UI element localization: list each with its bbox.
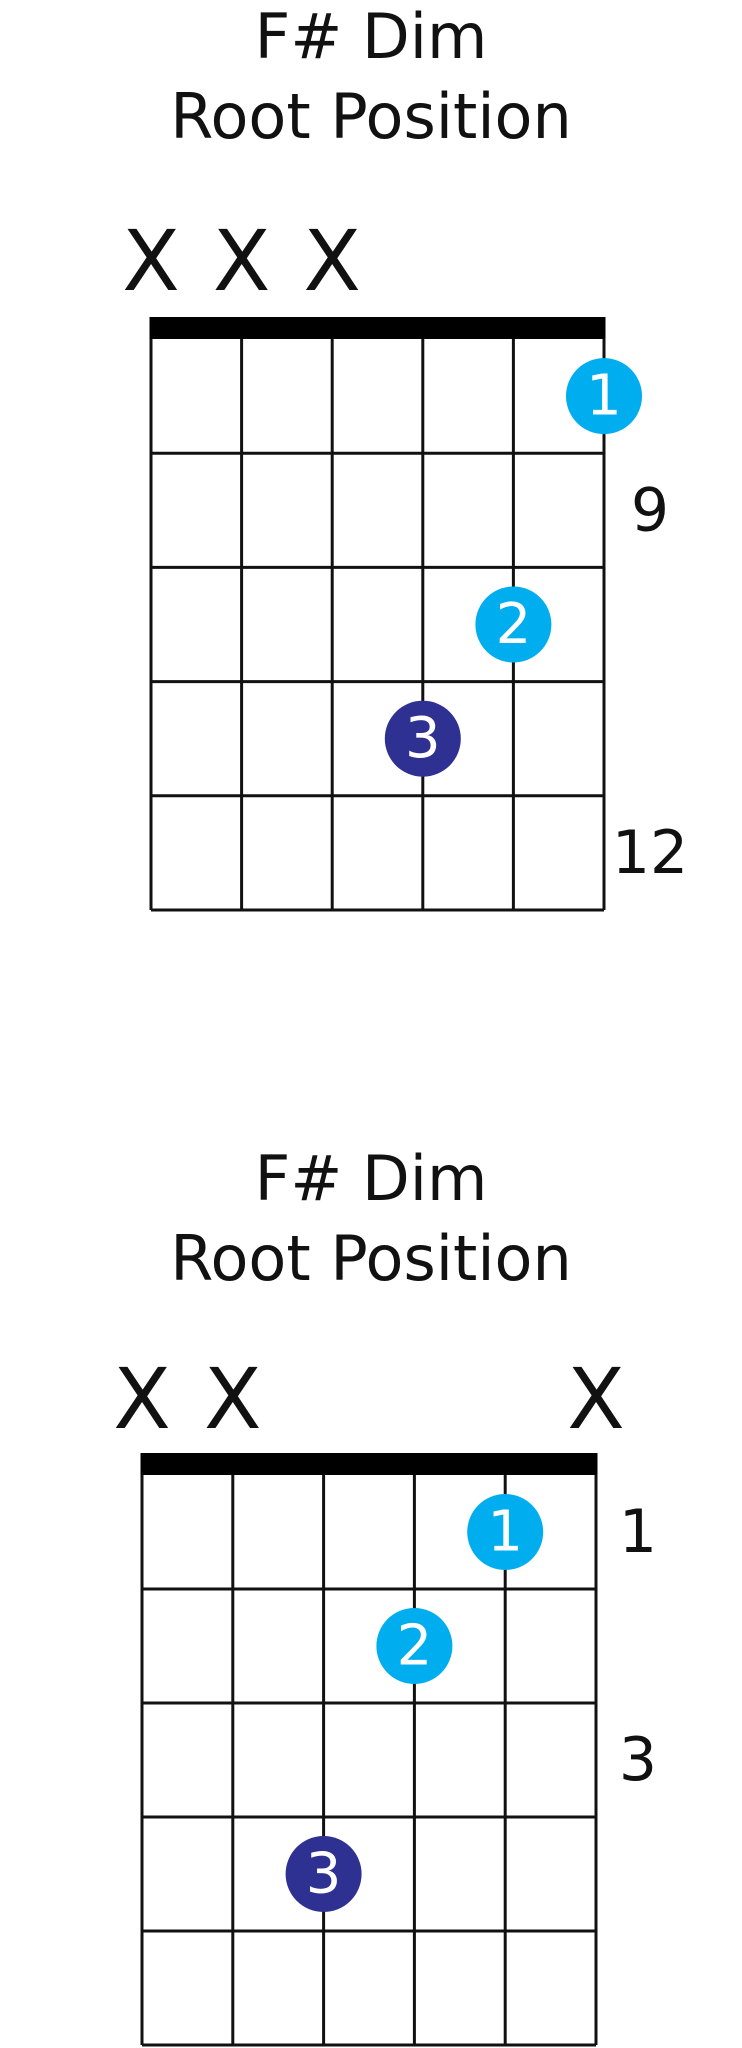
- finger-dot-circle: [384, 700, 461, 777]
- nut: [140, 1453, 598, 1475]
- finger-dot-circle: [475, 586, 552, 663]
- finger-dot: 1: [467, 1494, 544, 1570]
- fret-number-label: 9: [631, 475, 669, 545]
- muted-string-mark: X: [213, 212, 271, 310]
- finger-number: 2: [397, 1614, 433, 1679]
- muted-string-mark: X: [567, 1350, 625, 1448]
- muted-string-mark: X: [204, 1350, 262, 1448]
- finger-dot: 3: [384, 700, 461, 777]
- fret-number-label: 12: [612, 818, 688, 888]
- finger-dot-circle: [285, 1836, 362, 1912]
- finger-dot: 2: [376, 1608, 453, 1684]
- finger-dot: 1: [566, 358, 642, 435]
- finger-dot: 2: [475, 586, 552, 663]
- finger-dot-circle: [566, 358, 642, 435]
- fret-number-label: 1: [619, 1497, 657, 1567]
- finger-dot-circle: [467, 1494, 544, 1570]
- finger-number: 3: [405, 706, 441, 771]
- chord-subtitle: Root Position: [170, 1222, 572, 1295]
- finger-dot-circle: [376, 1608, 453, 1684]
- finger-number: 2: [496, 592, 532, 657]
- chord-subtitle: Root Position: [170, 80, 572, 153]
- muted-string-mark: X: [122, 212, 180, 310]
- finger-number: 1: [487, 1500, 523, 1565]
- muted-string-mark: X: [113, 1350, 171, 1448]
- finger-dot: 3: [285, 1836, 362, 1912]
- muted-string-mark: X: [303, 212, 361, 310]
- finger-number: 1: [586, 364, 622, 429]
- nut: [149, 317, 606, 339]
- finger-number: 3: [306, 1842, 342, 1907]
- chord-title: F# Dim: [254, 0, 488, 73]
- chord-title: F# Dim: [254, 1142, 488, 1215]
- fret-number-label: 3: [619, 1725, 657, 1795]
